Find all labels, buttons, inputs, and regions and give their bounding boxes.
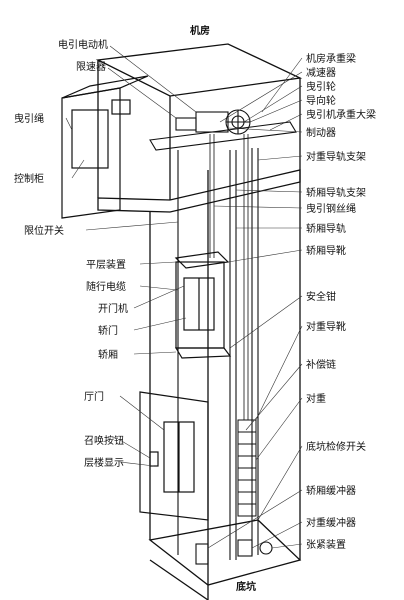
diagram-labels: 机房 电引电动机 限速器 机房承重梁 减速器 曳引轮 导向轮 曳引机承重大梁 制… (14, 24, 376, 593)
label-car-buffer: 轿厢缓冲器 (306, 484, 356, 497)
label-pit: 底坑 (236, 580, 256, 593)
label-car-rail: 轿厢导轨 (306, 222, 346, 235)
traction-ropes (209, 134, 249, 420)
label-car-door: 轿门 (98, 324, 118, 337)
label-traction-motor: 电引电动机 (58, 38, 108, 51)
label-traction-rope: 曳引绳 (14, 112, 44, 125)
label-safety-gear: 安全钳 (306, 290, 336, 303)
label-traction-wheel: 曳引轮 (306, 80, 336, 93)
traction-machine (149, 109, 297, 151)
label-cwt-buffer: 对重缓冲器 (306, 516, 356, 529)
label-floor-indicator: 层楼显示 (84, 456, 124, 469)
label-car-guide-shoe: 轿厢导靴 (306, 244, 346, 257)
label-leveling-device: 平层装置 (86, 258, 126, 271)
counterweight (237, 419, 257, 517)
label-hall-button: 召唤按钮 (84, 434, 124, 447)
guide-rails (177, 148, 259, 560)
label-mp-bearing-beam: 机房承重梁 (306, 52, 356, 65)
label-machine-room: 机房 (190, 24, 210, 37)
label-door-operator: 开门机 (98, 302, 128, 315)
label-limit-switch: 限位开关 (24, 224, 64, 237)
landing-door (139, 391, 209, 521)
label-traveling-cable: 随行电缆 (86, 280, 126, 293)
label-car-rail-bracket: 轿厢导轨支架 (306, 186, 366, 199)
label-cwt-guide-shoe: 对重导靴 (306, 320, 346, 333)
elevator-car (174, 251, 232, 359)
label-reducer: 减速器 (306, 67, 336, 79)
label-speed-governor: 限速器 (76, 61, 106, 73)
label-traction-steel-rope: 曳引钢丝绳 (306, 202, 356, 215)
label-machine-bearing-beam: 曳引机承重大梁 (306, 108, 376, 121)
label-cwt-rail-bracket: 对重导轨支架 (306, 150, 366, 163)
label-pit-switch: 底坑检修开关 (306, 440, 366, 453)
label-tension-device: 张紧装置 (306, 538, 346, 551)
label-brake: 制动器 (306, 126, 336, 139)
label-hoistway-door: 厅门 (84, 390, 104, 403)
label-guide-wheel: 导向轮 (306, 94, 336, 107)
label-car-frame: 轿厢 (98, 348, 118, 361)
label-control-cabinet: 控制柜 (14, 172, 44, 185)
label-compensation-chain: 补偿链 (306, 358, 336, 371)
label-cwt-block: 对重 (306, 392, 326, 405)
leader-lines (65, 45, 303, 549)
machine-room-annex (61, 75, 149, 219)
